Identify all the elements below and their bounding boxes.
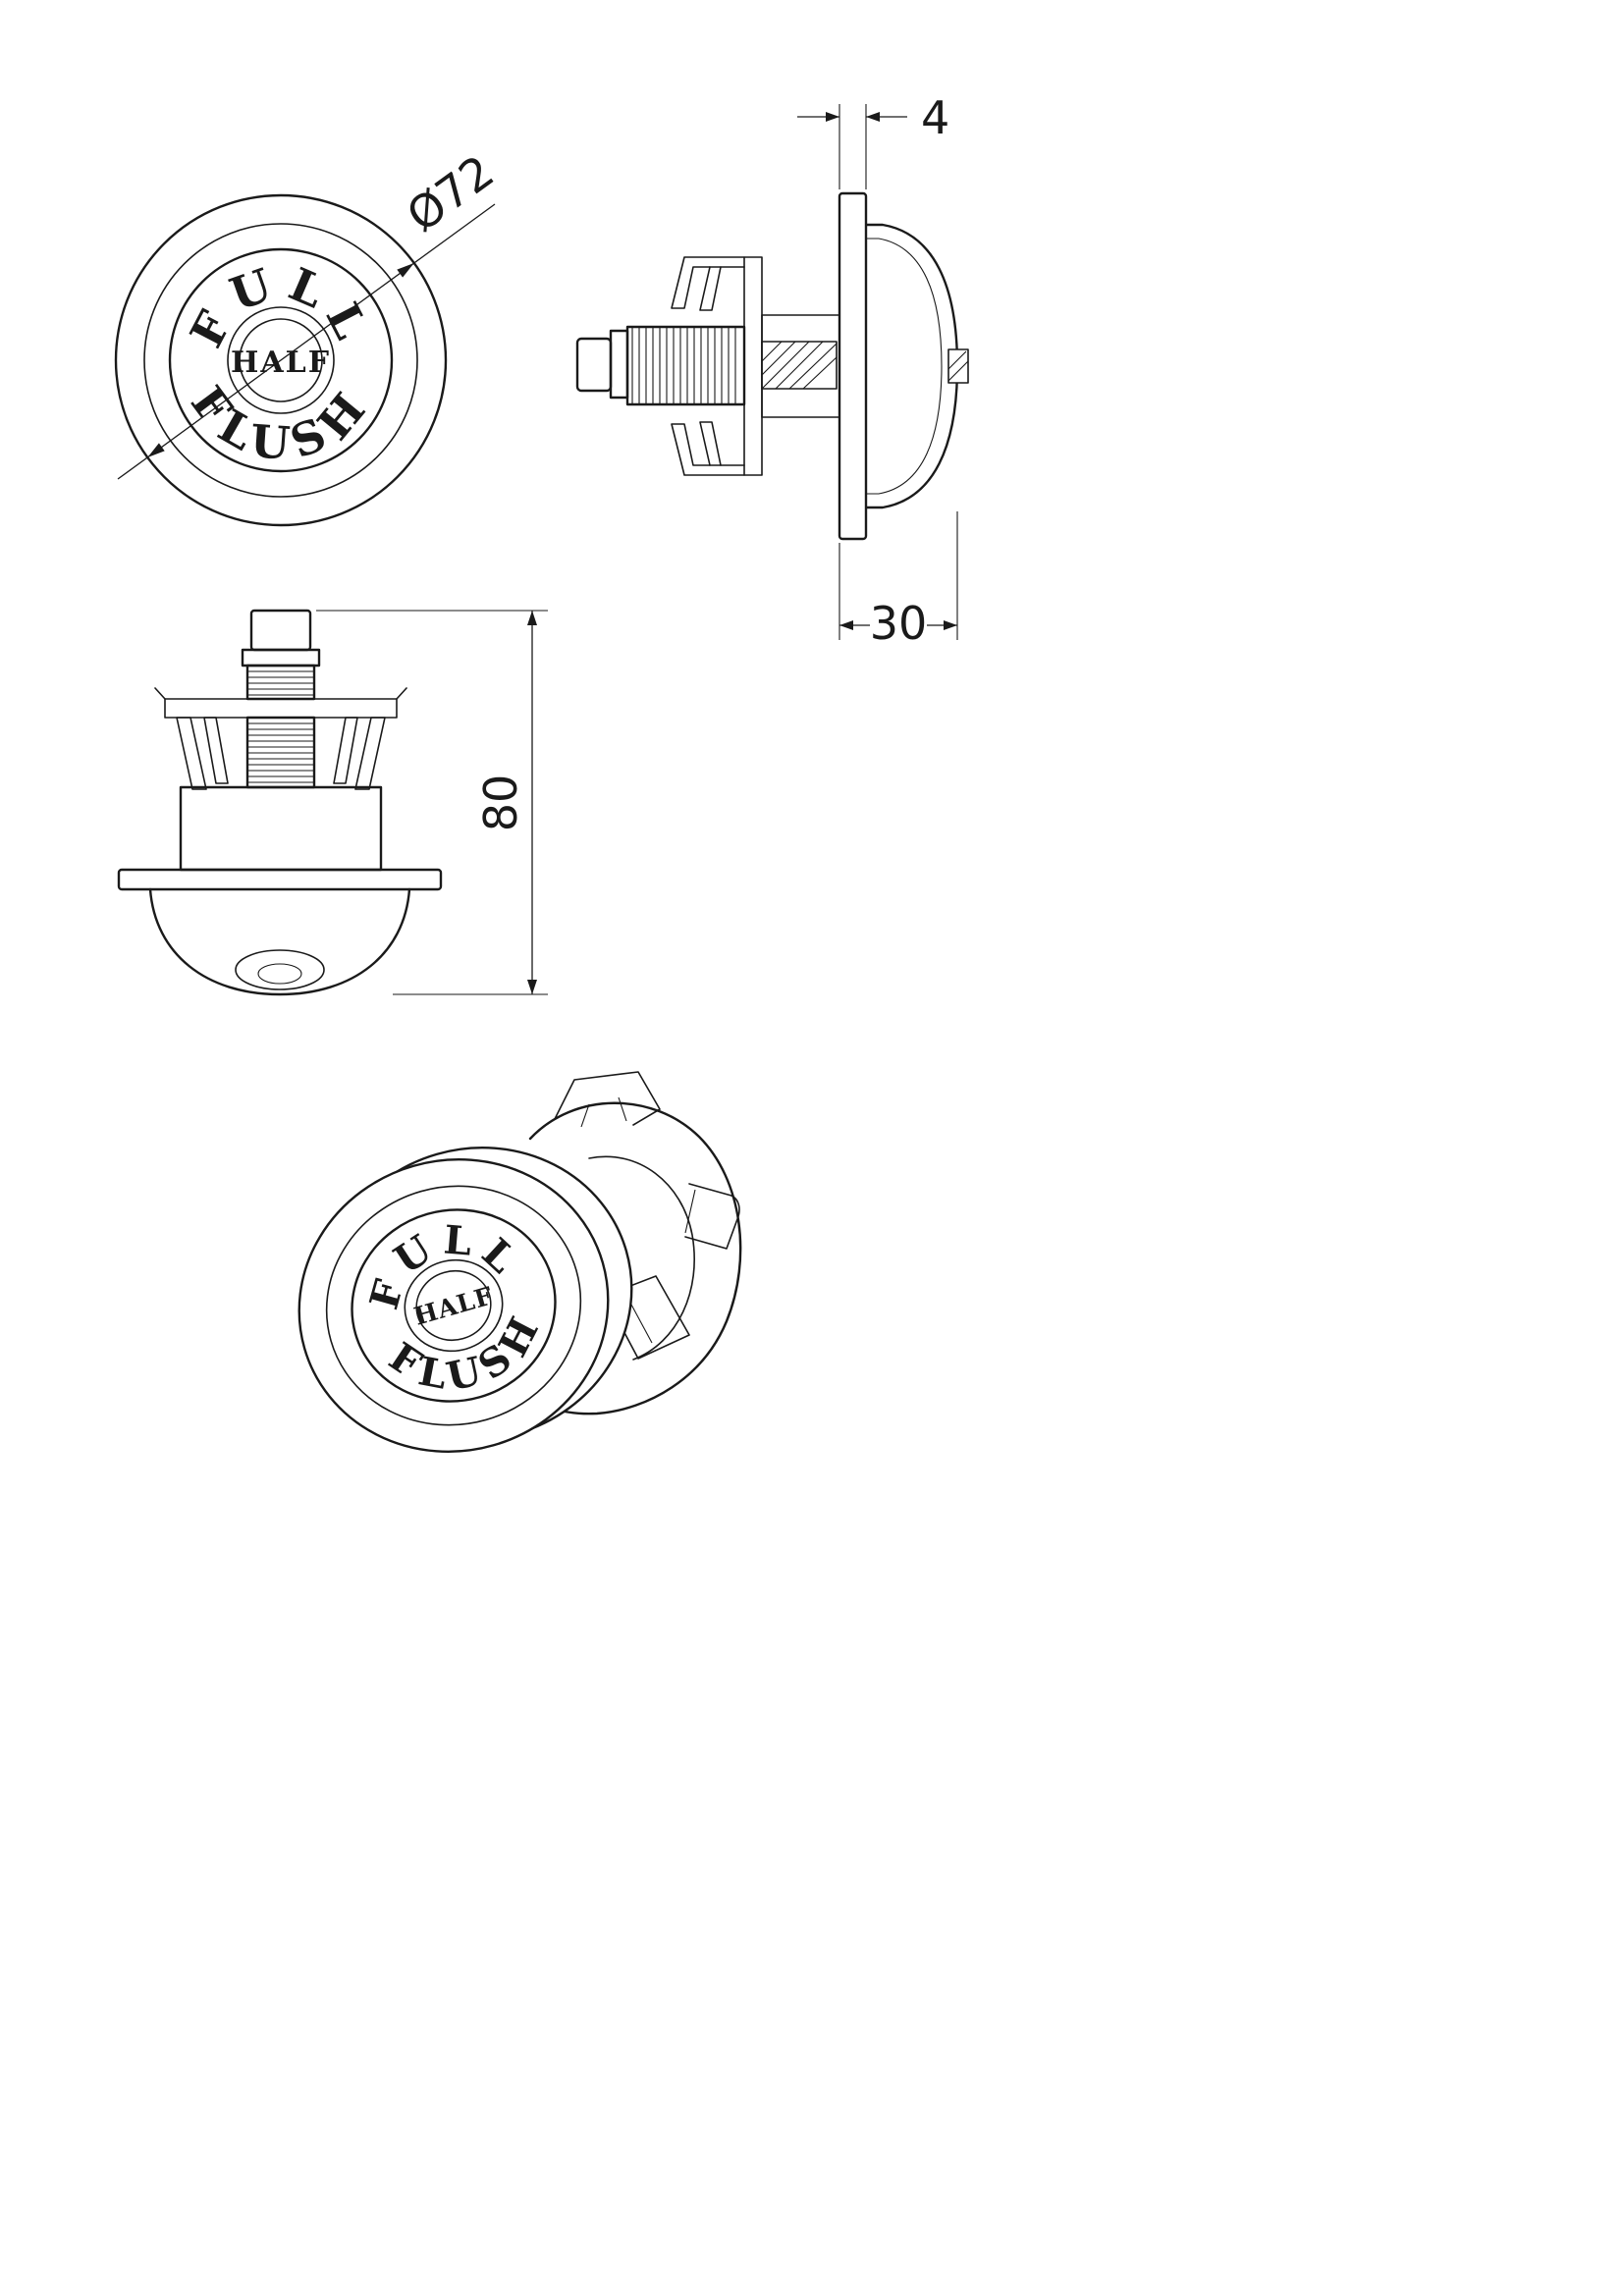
height-dimension: 80 [316, 610, 548, 995]
diameter-dimension-label: Ø72 [397, 144, 503, 241]
elevation-view: 80 [117, 609, 548, 996]
button-collar-side [609, 329, 629, 400]
face-plate [838, 191, 868, 541]
thickness-dimension-label: 4 [921, 91, 949, 144]
thickness-dimension: 4 [797, 91, 949, 189]
clip-plate [743, 256, 763, 476]
body-barrel [179, 785, 383, 872]
dome [148, 887, 411, 996]
flange-plate [117, 868, 443, 891]
push-button-elevation [249, 609, 312, 652]
threaded-shaft-side [625, 325, 746, 406]
wing-plate [164, 698, 398, 719]
front-view: FULL FLUSH HALF Ø72 [114, 144, 504, 527]
push-button-side [575, 337, 613, 393]
side-view: 4 30 [575, 91, 969, 650]
iso-nub [684, 1183, 740, 1250]
iso-rear-housing [518, 1071, 742, 1415]
front-face-label-full: FULL [180, 255, 382, 356]
front-face-label-flush: FLUSH [181, 376, 382, 471]
pin-tip-section [947, 348, 969, 384]
isometric-view: FULL FLUSH HALF [298, 1071, 742, 1453]
depth-dimension-label: 30 [870, 597, 928, 650]
height-dimension-label: 80 [474, 774, 527, 832]
front-face-label-half: HALF [231, 346, 331, 380]
depth-dimension: 30 [839, 511, 958, 650]
button-collar-elevation [241, 648, 321, 667]
iso-face: FULL FLUSH HALF [298, 1158, 610, 1453]
